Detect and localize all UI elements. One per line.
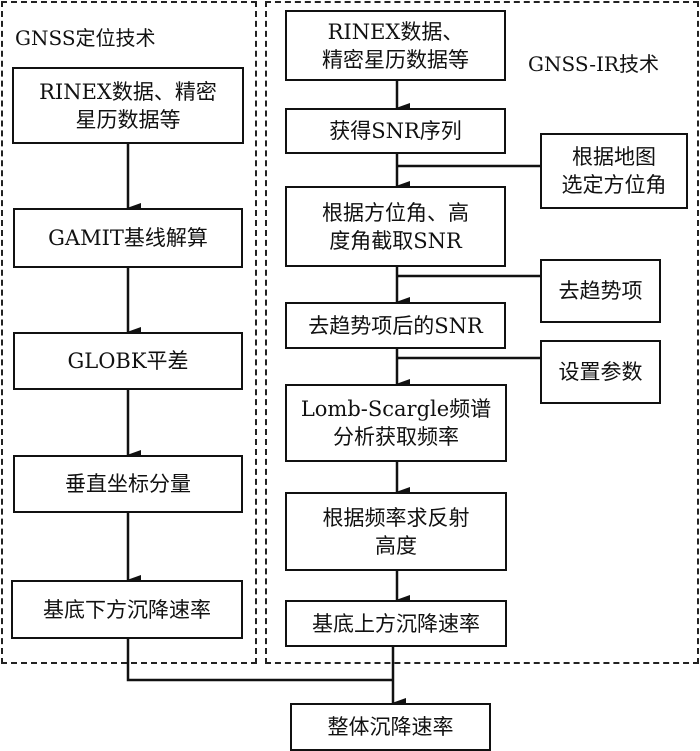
gnss-step-globk: GLOBK平差 [13, 332, 243, 390]
box-line: 整体沉降速率 [327, 715, 454, 739]
gnss-ir-group [265, 1, 699, 664]
box-line: Lomb-Scargle频谱 [300, 397, 492, 421]
ir-step-lomb-scargle: Lomb-Scargle频谱分析获取频率 [285, 384, 507, 462]
box-line: 去趋势项后的SNR [308, 313, 483, 338]
side-detrend: 去趋势项 [540, 259, 661, 323]
box-line: 星历数据等 [75, 107, 181, 132]
ir-step-snr-series: 获得SNR序列 [285, 108, 506, 154]
box-line: 根据频率求反射 [322, 505, 470, 530]
gnss-step-rinex-data: RINEX数据、精密星历数据等 [12, 67, 244, 144]
box-line: RINEX数据、精密 [39, 79, 217, 104]
side-set-params: 设置参数 [540, 340, 661, 404]
box-line: 度角截取SNR [329, 228, 462, 253]
ir-step-rinex-data: RINEX数据、精密星历数据等 [285, 10, 506, 81]
ir-step-reflector-height: 根据频率求反射高度 [285, 492, 507, 571]
gnss-ir-group-title: GNSS-IR技术 [528, 52, 659, 76]
box-line: 选定方位角 [561, 173, 667, 197]
gnss-step-gamit: GAMIT基线解算 [13, 208, 243, 268]
box-line: GLOBK平差 [67, 349, 189, 373]
box-line: 垂直坐标分量 [65, 472, 191, 496]
box-line: 高度 [375, 533, 417, 558]
box-line: 根据地图 [572, 145, 656, 169]
gnss-step-vertical: 垂直坐标分量 [13, 455, 243, 513]
gnss-step-below-rate: 基底下方沉降速率 [11, 580, 243, 639]
box-line: 分析获取频率 [333, 425, 459, 449]
box-line: GAMIT基线解算 [48, 226, 208, 250]
ir-step-clip-snr: 根据方位角、高度角截取SNR [285, 186, 506, 267]
box-line: RINEX数据、 [327, 19, 464, 44]
box-line: 基底下方沉降速率 [43, 597, 211, 622]
final-overall-rate: 整体沉降速率 [290, 703, 491, 751]
box-line: 设置参数 [558, 360, 643, 384]
gnss-group-title: GNSS定位技术 [15, 26, 156, 50]
box-line: 基底上方沉降速率 [312, 611, 480, 636]
ir-step-above-rate: 基底上方沉降速率 [285, 600, 507, 647]
side-azimuth-select: 根据地图选定方位角 [540, 133, 688, 209]
ir-step-detrended-snr: 去趋势项后的SNR [285, 302, 506, 349]
box-line: 去趋势项 [558, 279, 643, 303]
box-line: 获得SNR序列 [329, 119, 462, 143]
box-line: 根据方位角、高 [322, 200, 469, 225]
box-line: 精密星历数据等 [322, 47, 469, 72]
